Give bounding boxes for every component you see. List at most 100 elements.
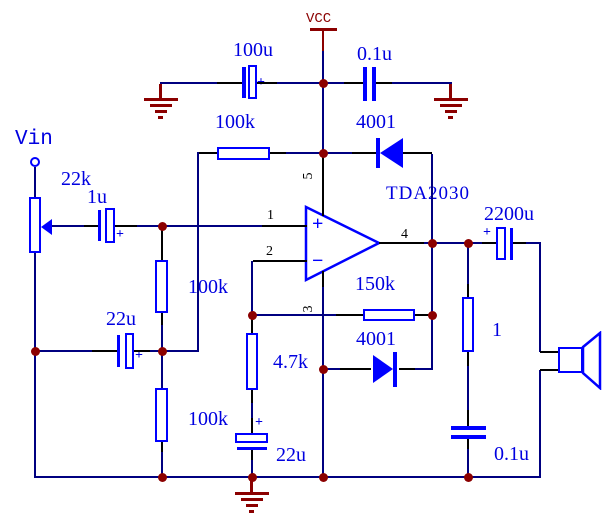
component-lead (352, 152, 376, 154)
wire-segment (253, 314, 336, 316)
vcc-power-stem (322, 31, 324, 52)
junction-dot (158, 222, 167, 231)
vcc-label: VCC (306, 11, 332, 27)
wire-segment (467, 366, 469, 410)
cap-output-polarity: + (483, 225, 491, 240)
component-lead (336, 314, 363, 316)
pin-1-label: 1 (267, 208, 274, 223)
component-lead (322, 271, 324, 287)
wire-segment (467, 244, 469, 284)
wire-segment (467, 449, 469, 477)
cap-bypass-plate (372, 67, 376, 101)
pin-5-label: 5 (301, 172, 316, 180)
wire-segment (251, 460, 253, 477)
cap-gain-label: 22u (276, 444, 306, 466)
junction-dot (464, 473, 473, 482)
component-lead (262, 225, 307, 227)
wire-segment (324, 152, 352, 154)
component-lead (467, 439, 469, 449)
wire-segment (162, 350, 199, 352)
junction-dot (31, 347, 40, 356)
speaker-horn-icon (581, 331, 602, 390)
component-lead (322, 154, 324, 216)
wire-segment (324, 368, 340, 370)
component-lead (467, 352, 469, 366)
opamp-triangle-icon (304, 205, 382, 283)
vcc-power-icon (310, 28, 337, 31)
cap-bias-plate (117, 335, 120, 367)
resistor-bias-vcc (217, 147, 270, 160)
cap-input-label: 1u (87, 186, 107, 208)
cap-bulk-plate-pos (248, 65, 257, 99)
wire-segment (137, 225, 262, 227)
component-lead (513, 242, 526, 244)
junction-dot (319, 365, 328, 374)
component-lead (344, 82, 363, 84)
potentiometer-wiper-icon (41, 219, 52, 235)
wire-segment (34, 167, 36, 197)
diode-vcc-icon (376, 138, 403, 168)
component-lead (376, 82, 392, 84)
cap-zobel-plate (451, 426, 486, 430)
junction-dot (319, 79, 328, 88)
cap-output-label: 2200u (484, 203, 534, 225)
wire-segment (468, 242, 482, 244)
resistor-gain (246, 333, 258, 390)
component-lead (540, 351, 558, 353)
resistor-zobel (462, 297, 474, 352)
wire-segment (197, 152, 199, 352)
resistor-feedback (363, 309, 415, 321)
component-lead (92, 350, 117, 352)
component-lead (251, 315, 253, 333)
wire-segment (150, 350, 162, 352)
potentiometer-body (29, 197, 41, 253)
component-lead (467, 284, 469, 297)
opamp-name-label: TDA2030 (386, 183, 471, 204)
component-lead (84, 225, 98, 227)
diode-vcc-label: 4001 (356, 111, 396, 133)
wire-segment (322, 51, 324, 84)
cap-output-plate-pos (496, 227, 506, 260)
component-lead (199, 152, 217, 154)
pin-4-label: 4 (401, 227, 408, 242)
wire-segment (277, 82, 323, 84)
component-lead (217, 82, 242, 84)
wire-segment (251, 403, 253, 418)
cap-bypass-label: 0.1u (357, 43, 392, 65)
diode-gnd-label: 4001 (356, 328, 396, 350)
wire-segment (431, 244, 433, 370)
ground-icon (434, 84, 468, 120)
component-lead (251, 390, 253, 403)
component-lead (482, 242, 496, 244)
component-lead (251, 450, 253, 460)
junction-dot (248, 311, 257, 320)
wire-segment (161, 452, 163, 477)
junction-dot (464, 239, 473, 248)
cap-input-plate-pos (105, 208, 115, 243)
resistor-bias-lower (155, 388, 168, 442)
junction-dot (248, 473, 257, 482)
cap-input-plate (98, 210, 101, 241)
cap-output-plate (510, 228, 513, 260)
component-lead (161, 313, 163, 325)
junction-dot (158, 473, 167, 482)
component-lead (257, 82, 277, 84)
pot-value-label: 22k (61, 168, 91, 190)
opamp-inverting-icon: − (312, 250, 324, 272)
resistor-gain-label: 4.7k (273, 351, 308, 373)
component-lead (270, 152, 286, 154)
resistor-feedback-label: 150k (355, 273, 395, 295)
wire-segment (34, 253, 36, 478)
cap-gain-plate (237, 447, 267, 450)
component-lead (340, 368, 371, 370)
cap-zobel-plate (451, 435, 486, 439)
opamp-noninverting-icon: + (312, 213, 324, 235)
cap-bulk-label: 100u (233, 39, 273, 61)
ground-icon (235, 478, 269, 514)
component-lead (415, 314, 433, 316)
cap-gain-polarity: + (255, 415, 263, 430)
cap-gain-plate-pos (235, 433, 268, 443)
component-lead (403, 152, 432, 154)
wire-segment (539, 242, 541, 352)
cap-bias-plate-pos (125, 333, 134, 369)
